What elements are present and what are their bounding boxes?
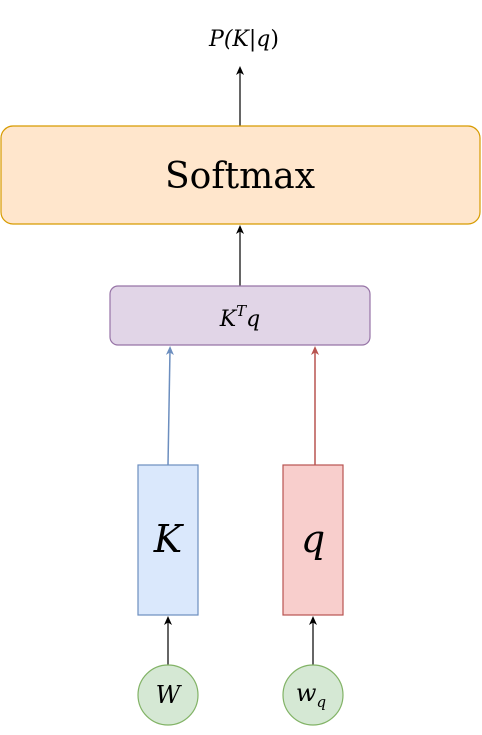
key-to-product-arrow (165, 346, 174, 466)
query-box (282, 464, 344, 616)
query-box-label: q (301, 517, 325, 561)
output-label: P(K|q) (208, 27, 279, 52)
product-label: KTq (219, 302, 261, 332)
query-input-node (282, 664, 344, 726)
key-input-label: W (156, 681, 183, 709)
softmax-box (0, 125, 481, 225)
key-input-node (137, 664, 199, 726)
product-box (109, 285, 371, 346)
query-input-label: wq (296, 679, 326, 711)
key-box-label: K (153, 517, 185, 561)
key-box (137, 464, 199, 616)
softmax-label: Softmax (165, 156, 315, 197)
